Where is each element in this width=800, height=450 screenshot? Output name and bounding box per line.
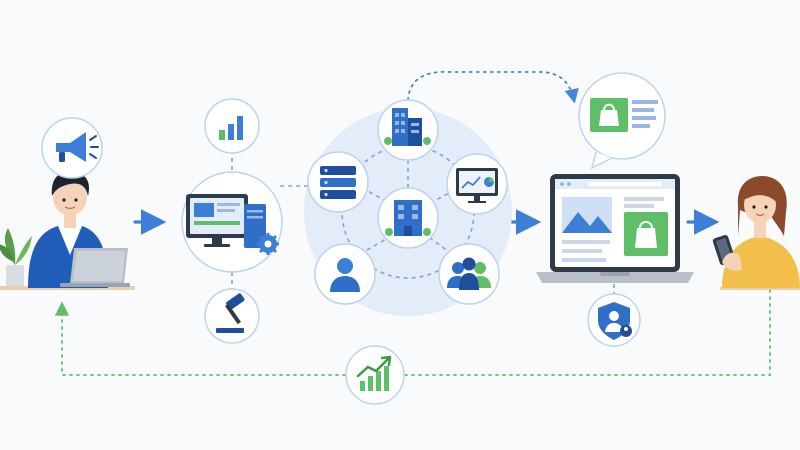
landscape-image-icon [562,197,612,233]
analytics-dashboard-icon [456,168,498,203]
product-ad-icon [624,197,668,256]
hub-dashboard-node [446,153,508,215]
hub-business-node [377,99,439,161]
privacy-node [587,284,641,347]
auction-node [204,288,260,344]
shield-user-icon [598,302,632,340]
ad-server-node [181,150,310,292]
ad-bubble-node [578,72,666,170]
feedback-loop [54,289,771,376]
bar-chart-icon [219,116,243,140]
publisher-laptop [536,174,694,283]
gavel-icon [216,293,245,333]
hub-data-node [307,151,369,213]
shopping-bag-ad-icon [590,98,658,132]
laptop-icon [60,248,130,287]
hub-center-node [377,187,439,249]
performance-node [345,345,405,405]
hub-user-node [314,243,376,305]
server-stack-icon [320,166,356,199]
hub-audience-node [438,243,500,305]
data-hub [304,99,512,316]
announcement-node [41,117,103,179]
growth-chart-icon [356,355,392,391]
plant-icon [0,228,32,287]
gear-icon [257,233,279,255]
building-icon [385,200,431,236]
analytics-node [204,98,260,154]
megaphone-icon [56,132,99,162]
advertiser-person [0,171,135,290]
people-group-icon [447,257,491,290]
office-buildings-icon [384,108,431,146]
user-icon [330,258,360,292]
monitor-icon [186,194,248,247]
targeting-arc [407,71,579,104]
consumer-person [712,176,800,290]
